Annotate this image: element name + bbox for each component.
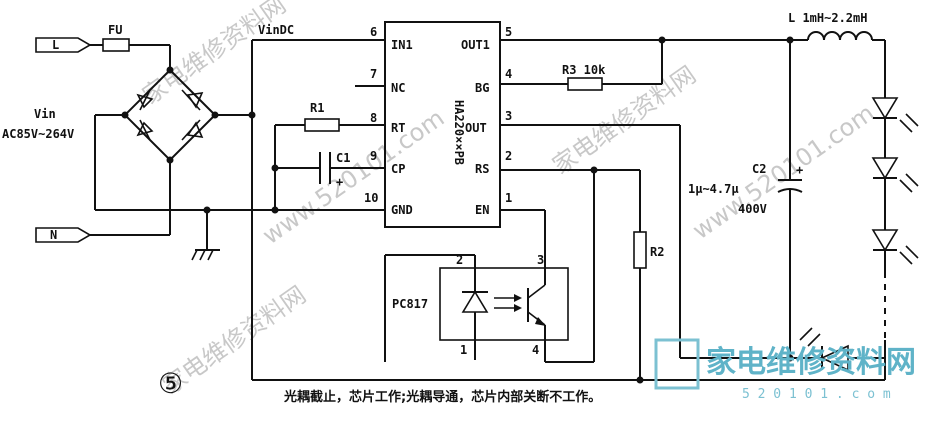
c2-voltage-label: 400V <box>738 202 767 216</box>
terminal-n-label: N <box>50 228 57 242</box>
led-3 <box>871 229 919 265</box>
vin-label: Vin <box>34 107 56 121</box>
c1-label: C1 <box>336 151 350 165</box>
pin-name-out: OUT <box>465 121 487 135</box>
input-terminal-l: L <box>35 37 92 53</box>
watermark-text-1: 家电维修资料网 <box>137 0 291 110</box>
opto-pin-3: 3 <box>537 253 544 267</box>
logo-box <box>654 338 700 390</box>
c1-polarity: + <box>336 175 343 189</box>
led-string <box>871 40 919 380</box>
pin-num-out: 3 <box>505 109 512 123</box>
pin-num-bg: 4 <box>505 67 512 81</box>
pin-name-rt: RT <box>391 121 405 135</box>
resistor-r2: R2 <box>633 170 664 380</box>
c2-value-label: 1μ~4.7μ <box>688 182 739 196</box>
pin-name-out1: OUT1 <box>461 38 490 52</box>
fuse-label: FU <box>108 23 122 37</box>
opto-pin-2: 2 <box>456 253 463 267</box>
pin-name-en: EN <box>475 203 489 217</box>
watermark-url-2: www.520101.com <box>687 99 879 245</box>
inductor-label: L 1mH~2.2mH <box>788 11 867 25</box>
opto-pin-1: 1 <box>460 343 467 357</box>
pin-name-nc: NC <box>391 81 405 95</box>
pin-num-cp: 9 <box>370 149 377 163</box>
pin-name-in1: IN1 <box>391 38 413 52</box>
pin-name-bg: BG <box>475 81 489 95</box>
pin-num-in1: 6 <box>370 25 377 39</box>
chip-part-number: HA220××PB <box>452 100 466 165</box>
ground-symbol <box>191 206 220 261</box>
c2-label: C2 <box>752 162 766 176</box>
terminal-l-label: L <box>52 38 59 52</box>
figure-caption: 光耦截止，芯片工作;光耦导通，芯片内部关断不工作。 <box>283 389 601 405</box>
optocoupler-pc817: 2 1 3 4 PC817 <box>384 170 595 363</box>
inductor-l: L 1mH~2.2mH <box>788 11 885 41</box>
fuse-fu: FU <box>90 23 171 70</box>
input-terminal-n: N <box>35 227 92 243</box>
pin-num-nc: 7 <box>370 67 377 81</box>
r1-label: R1 <box>310 101 324 115</box>
capacitor-c1: C1 + <box>275 151 385 189</box>
freewheel-diode <box>790 327 885 372</box>
capacitor-c2: + C2 1μ~4.7μ 400V <box>688 40 803 358</box>
opto-pin-4: 4 <box>532 343 539 357</box>
figure-number: ⑤ <box>158 367 183 400</box>
led-2 <box>871 157 919 193</box>
r2-label: R2 <box>650 245 664 259</box>
pin-num-out1: 5 <box>505 25 512 39</box>
led-1 <box>871 97 919 133</box>
r3-label: R3 10k <box>562 63 606 77</box>
pin-name-cp: CP <box>391 162 405 176</box>
logo-text: 家电维修资料网 <box>706 345 916 380</box>
pin-name-gnd: GND <box>391 203 413 217</box>
site-logo-watermark: 家电维修资料网 5 2 0 1 0 1 . c o m <box>654 338 916 402</box>
vindc-label: VinDC <box>258 23 294 37</box>
optocoupler-label: PC817 <box>392 297 428 311</box>
pin-num-en: 1 <box>505 191 512 205</box>
pin-num-rt: 8 <box>370 111 377 125</box>
pin-num-rs: 2 <box>505 149 512 163</box>
pin-num-gnd: 10 <box>364 191 378 205</box>
resistor-r3: R3 10k <box>500 40 663 91</box>
vin-range-label: AC85V~264V <box>2 127 74 141</box>
c2-polarity: + <box>796 163 803 177</box>
pin-name-rs: RS <box>475 162 489 176</box>
logo-url: 5 2 0 1 0 1 . c o m <box>742 387 891 402</box>
